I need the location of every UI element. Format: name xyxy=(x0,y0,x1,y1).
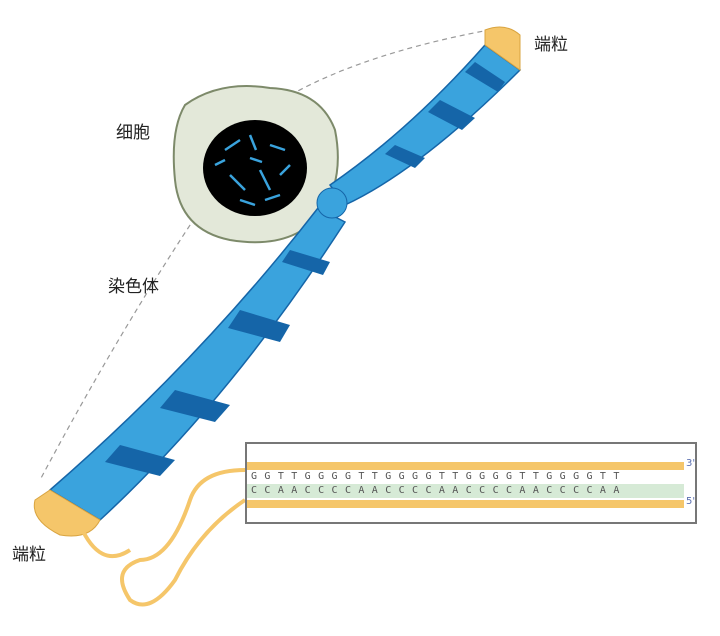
mini-chromosomes xyxy=(214,134,291,207)
cell xyxy=(172,85,339,244)
three-prime-label: 3' xyxy=(686,458,696,469)
chromosome xyxy=(33,26,522,537)
five-prime-label: 5' xyxy=(686,496,696,507)
dna-helix xyxy=(78,468,247,607)
telomere-top-cap xyxy=(484,26,521,71)
centromere xyxy=(316,187,348,219)
telomere-bottom-cap xyxy=(33,489,101,537)
complement-band xyxy=(247,484,684,498)
label-telomere-top: 端粒 xyxy=(534,35,568,55)
dna-sequence-box: GGTTGGGGTTGGGGTTGGGGTTGGGGTT CCAACCCCAAC… xyxy=(245,442,697,524)
bottom-sequence: CCAACCCCAACCCCAACCCCAACCCCAA xyxy=(251,485,627,496)
top-strand xyxy=(247,462,684,470)
label-telomere-bottom: 端粒 xyxy=(12,545,46,565)
label-cell: 细胞 xyxy=(116,123,150,143)
chromosome-bands xyxy=(105,62,505,476)
nucleus xyxy=(203,120,307,216)
top-sequence: GGTTGGGGTTGGGGTTGGGGTTGGGGTT xyxy=(251,471,627,482)
bottom-strand xyxy=(247,500,684,508)
label-chromosome: 染色体 xyxy=(108,277,159,297)
